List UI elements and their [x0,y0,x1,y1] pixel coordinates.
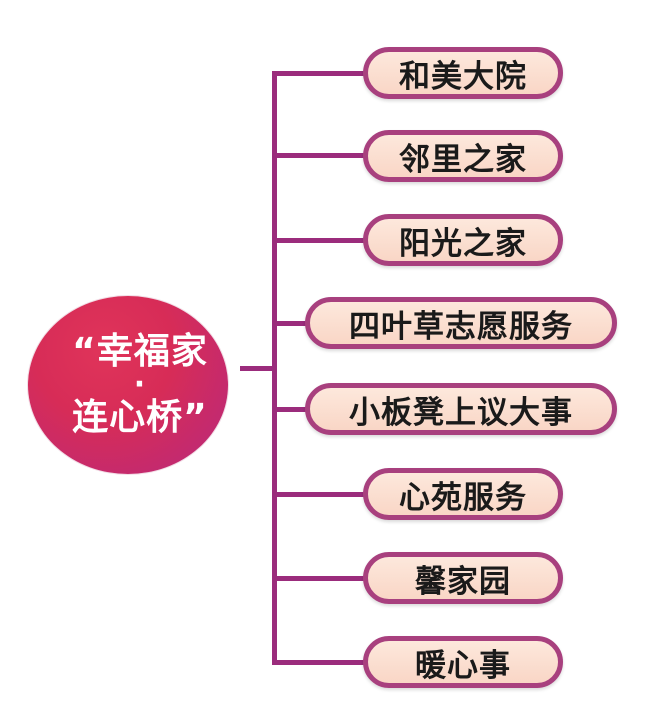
branch-connector-2 [272,153,368,158]
trunk-line [272,71,277,665]
branch-node-6: 心苑服务 [363,468,563,520]
branch-connector-8 [272,660,368,665]
branch-node-4: 四叶草志愿服务 [305,297,617,349]
branch-node-2: 邻里之家 [363,130,563,182]
branch-connector-6 [272,492,368,497]
branch-connector-4 [272,321,308,326]
branch-node-1: 和美大院 [363,47,563,99]
center-title-line2: 连心桥” [72,397,208,438]
center-title-separator: · [133,367,147,402]
branch-node-5: 小板凳上议大事 [305,383,617,435]
center-title-line1: “幸福家 [72,331,208,372]
center-circle [28,296,228,474]
branch-node-7: 馨家园 [363,552,563,604]
branch-connector-3 [272,238,368,243]
branch-connector-7 [272,576,368,581]
branch-node-3: 阳光之家 [363,214,563,266]
center-title: “幸福家 · 连心桥” [40,300,240,470]
branch-connector-5 [272,407,308,412]
branch-connector-1 [272,71,368,76]
center-connector [240,366,274,371]
branch-node-8: 暖心事 [363,636,563,688]
